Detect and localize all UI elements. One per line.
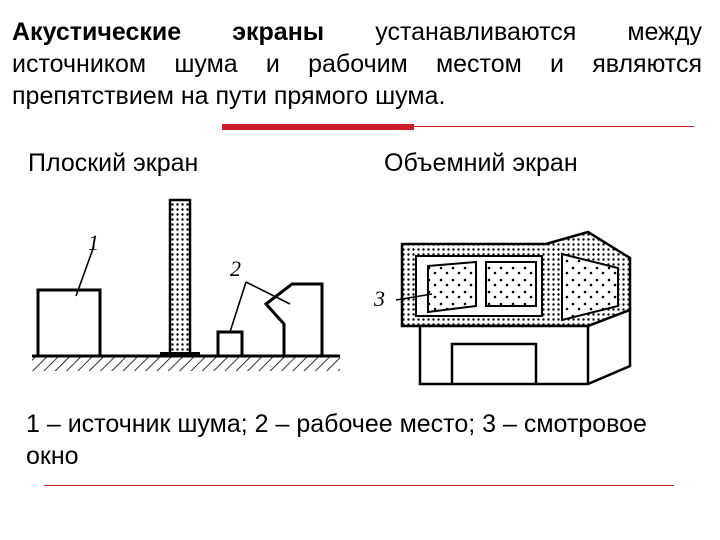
label-1: 1	[88, 230, 99, 255]
caption-flat-screen: Плоский экран	[28, 149, 199, 177]
intro-bold: Акустические экраны	[12, 18, 325, 46]
accent-bar	[222, 124, 414, 130]
intro-rest: устанавливаются между источником шума и …	[12, 18, 702, 110]
caption-volume-screen: Объемний экран	[384, 149, 578, 177]
label-2: 2	[230, 256, 241, 281]
divider-line-top	[414, 126, 694, 127]
intro-paragraph: Акустические экраны устанавливаются межд…	[12, 16, 702, 112]
flat-screen-figure: 1 2	[32, 198, 340, 371]
label-3: 3	[373, 286, 385, 311]
figure-legend: 1 – источник шума; 2 – рабочее место; 3 …	[26, 410, 647, 470]
volume-screen-figure: 3	[373, 230, 632, 386]
divider-line-bottom	[44, 485, 674, 486]
